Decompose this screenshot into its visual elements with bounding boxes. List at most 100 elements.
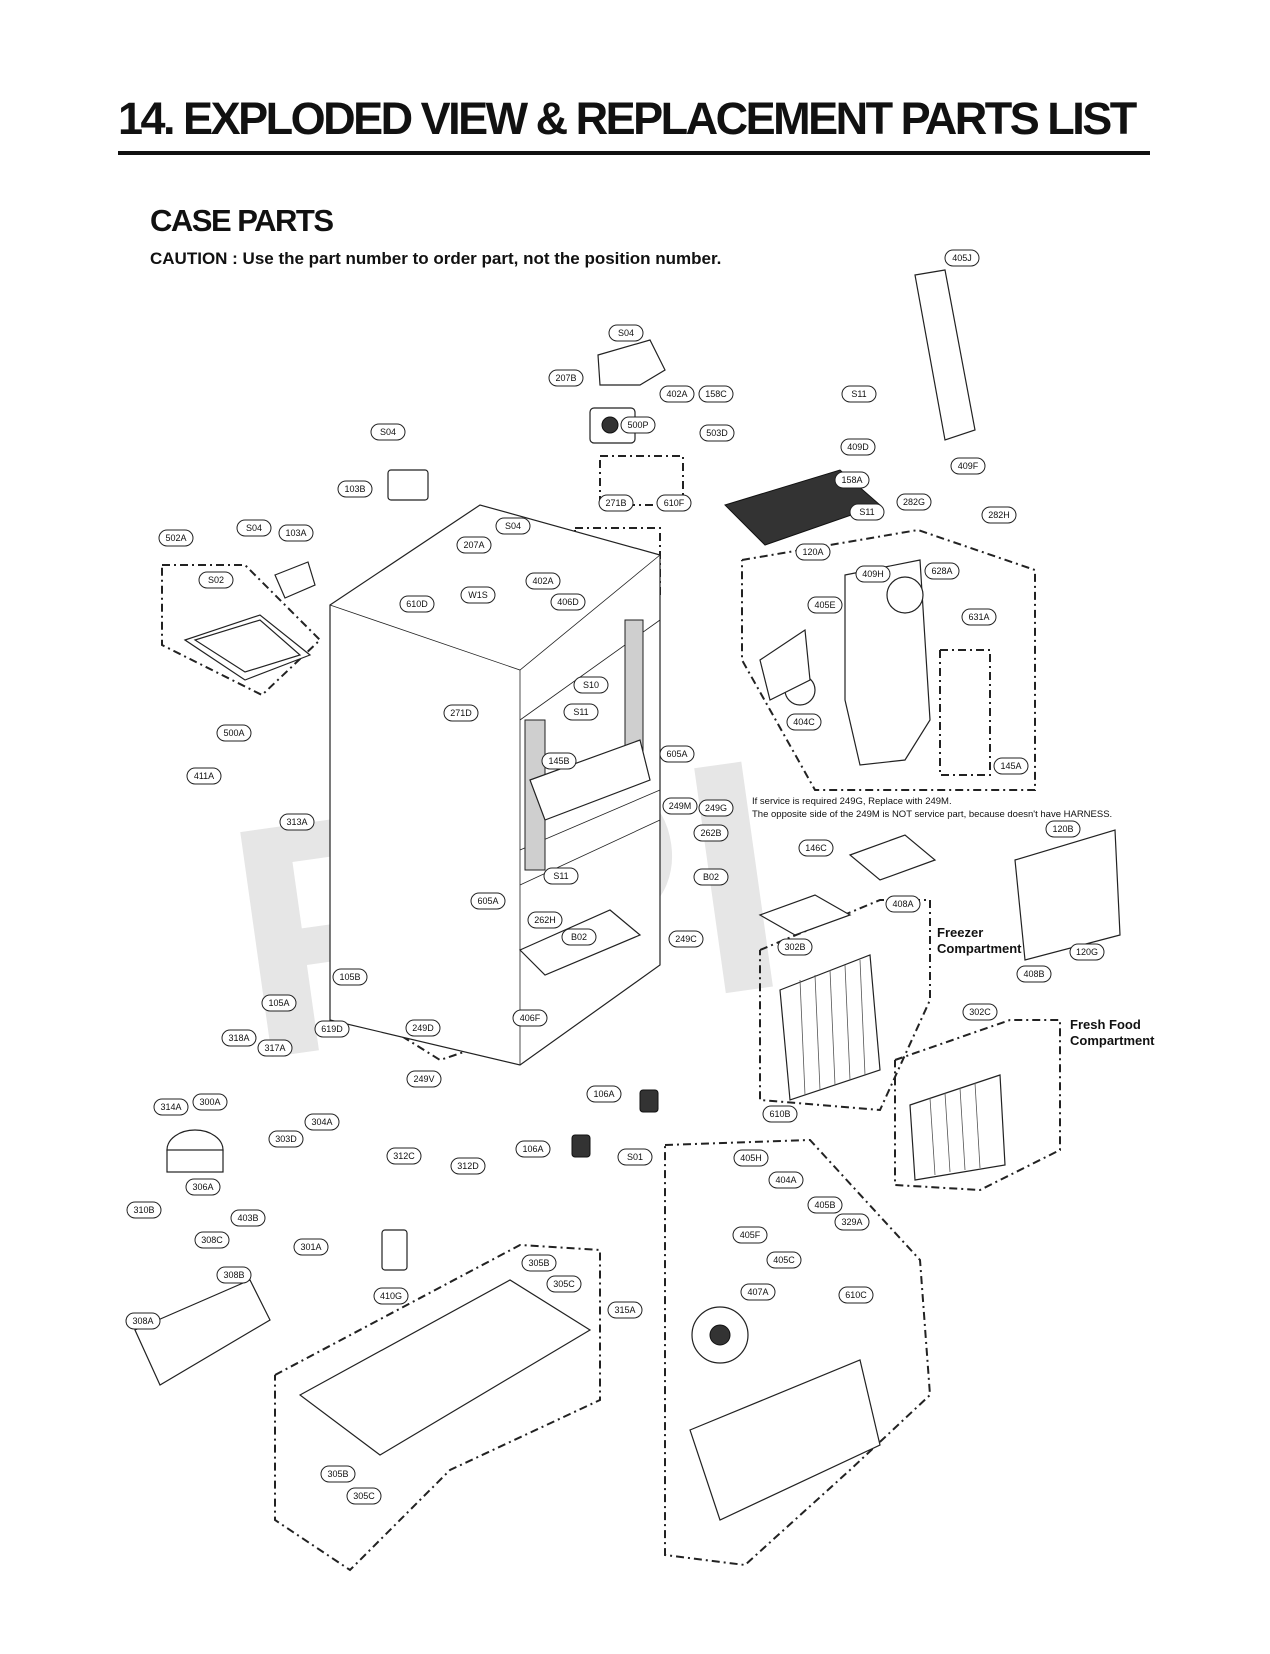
fresh-food-label-line-1: Fresh Food (1070, 1017, 1141, 1032)
callout-label: 605A (666, 749, 687, 759)
callout-305ca: 305C (546, 1275, 582, 1293)
callout-303d: 303D (268, 1130, 304, 1148)
callout-407a: 407A (740, 1283, 776, 1301)
callout-label: 207B (555, 373, 576, 383)
callout-label: 262H (534, 915, 556, 925)
callout-409f: 409F (950, 457, 986, 475)
callout-308a: 308A (125, 1312, 161, 1330)
callout-label: B02 (571, 932, 587, 942)
callout-label: 249V (413, 1074, 434, 1084)
callout-302c: 302C (962, 1003, 998, 1021)
callout-label: W1S (468, 590, 488, 600)
leveling-foot-b (571, 1134, 591, 1158)
callout-306a: 306A (185, 1178, 221, 1196)
shelf-glass-b (848, 834, 937, 881)
callout-label: 314A (160, 1102, 181, 1112)
callout-label: 103B (344, 484, 365, 494)
callout-403b: 403B (230, 1209, 266, 1227)
callout-158c: 158C (698, 385, 734, 403)
callout-249d: 249D (405, 1019, 441, 1037)
callout-305bb: 305B (320, 1465, 356, 1483)
callout-s04b: S04 (370, 423, 406, 441)
callout-405f: 405F (732, 1226, 768, 1244)
callout-405b: 405B (807, 1196, 843, 1214)
base-plate-part (298, 1279, 592, 1456)
callout-262b: 262B (693, 824, 729, 842)
air-duct-part (759, 559, 931, 766)
callout-label: 404A (775, 1175, 796, 1185)
callout-label: 409H (862, 569, 884, 579)
evaporator-group-outline (759, 899, 931, 1112)
callout-308c: 308C (194, 1231, 230, 1249)
callout-120b: 120B (1045, 820, 1081, 838)
callout-label: 410G (380, 1291, 402, 1301)
title-rule (118, 151, 1150, 155)
callout-304a: 304A (304, 1113, 340, 1131)
back-panel-part (1014, 829, 1121, 961)
callout-s10: S10 (573, 676, 609, 694)
callout-305cb: 305C (346, 1487, 382, 1505)
callout-label: 405H (740, 1153, 762, 1163)
callout-105b: 105B (332, 968, 368, 986)
callout-145b: 145B (541, 752, 577, 770)
callout-label: 106A (522, 1144, 543, 1154)
callout-label: 610B (769, 1109, 790, 1119)
callout-label: 317A (264, 1043, 285, 1053)
callout-103a: 103A (278, 524, 314, 542)
callout-label: 312D (457, 1161, 479, 1171)
callout-249c: 249C (668, 930, 704, 948)
callout-label: 105B (339, 972, 360, 982)
callout-label: S02 (208, 575, 224, 585)
callout-s04a: S04 (608, 324, 644, 342)
service-note-line-1: If service is required 249G, Replace wit… (752, 796, 952, 807)
callout-405e: 405E (807, 596, 843, 614)
callout-605aa: 605A (659, 745, 695, 763)
small-bracket-part (274, 561, 316, 599)
callout-500a: 500A (216, 724, 252, 742)
callout-label: 308B (223, 1270, 244, 1280)
refrigerator-cabinet (329, 504, 661, 1066)
callout-label: 406D (557, 597, 579, 607)
callout-label: 302C (969, 1007, 991, 1017)
callout-500p: 500P (620, 416, 656, 434)
callout-label: 249D (412, 1023, 434, 1033)
callout-label: 610C (845, 1290, 867, 1300)
callout-label: S04 (246, 523, 262, 533)
callout-label: 610D (406, 599, 428, 609)
callout-312c: 312C (386, 1147, 422, 1165)
callout-408a: 408A (885, 895, 921, 913)
callout-label: B02 (703, 872, 719, 882)
freezer-label-line-2: Compartment (937, 941, 1022, 956)
callout-label: 404C (793, 717, 815, 727)
callout-106ab: 106A (515, 1140, 551, 1158)
callout-label: 503D (706, 428, 728, 438)
callout-label: 145A (1000, 761, 1021, 771)
callout-label: 158C (705, 389, 727, 399)
callout-s11a: S11 (841, 385, 877, 403)
callout-label: 310B (133, 1205, 154, 1215)
callout-label: 305B (528, 1258, 549, 1268)
fresh-food-label-line-2: Compartment (1070, 1033, 1155, 1048)
callout-146c: 146C (798, 839, 834, 857)
callout-408b: 408B (1016, 965, 1052, 983)
top-cover-part (589, 339, 666, 444)
callout-label: 312C (393, 1151, 415, 1161)
callout-409d: 409D (840, 438, 876, 456)
callout-label: 408B (1023, 969, 1044, 979)
callout-120g: 120G (1069, 943, 1105, 961)
callout-503d: 503D (699, 424, 735, 442)
ice-bin-part (183, 614, 312, 681)
callout-label: 500P (627, 420, 648, 430)
callout-label: 271B (605, 498, 626, 508)
callout-404a: 404A (768, 1171, 804, 1189)
callout-label: 411A (194, 771, 214, 781)
callout-label: 405E (814, 600, 835, 610)
freezer-label-line-1: Freezer (937, 925, 983, 940)
callout-label: 302B (784, 942, 805, 952)
callout-262h: 262H (527, 911, 563, 929)
callout-b02b: B02 (561, 928, 597, 946)
callout-411a: 411A (186, 767, 222, 785)
callout-631a: 631A (961, 608, 997, 626)
callout-label: 300A (199, 1097, 220, 1107)
hinge-cover-part (387, 469, 429, 501)
